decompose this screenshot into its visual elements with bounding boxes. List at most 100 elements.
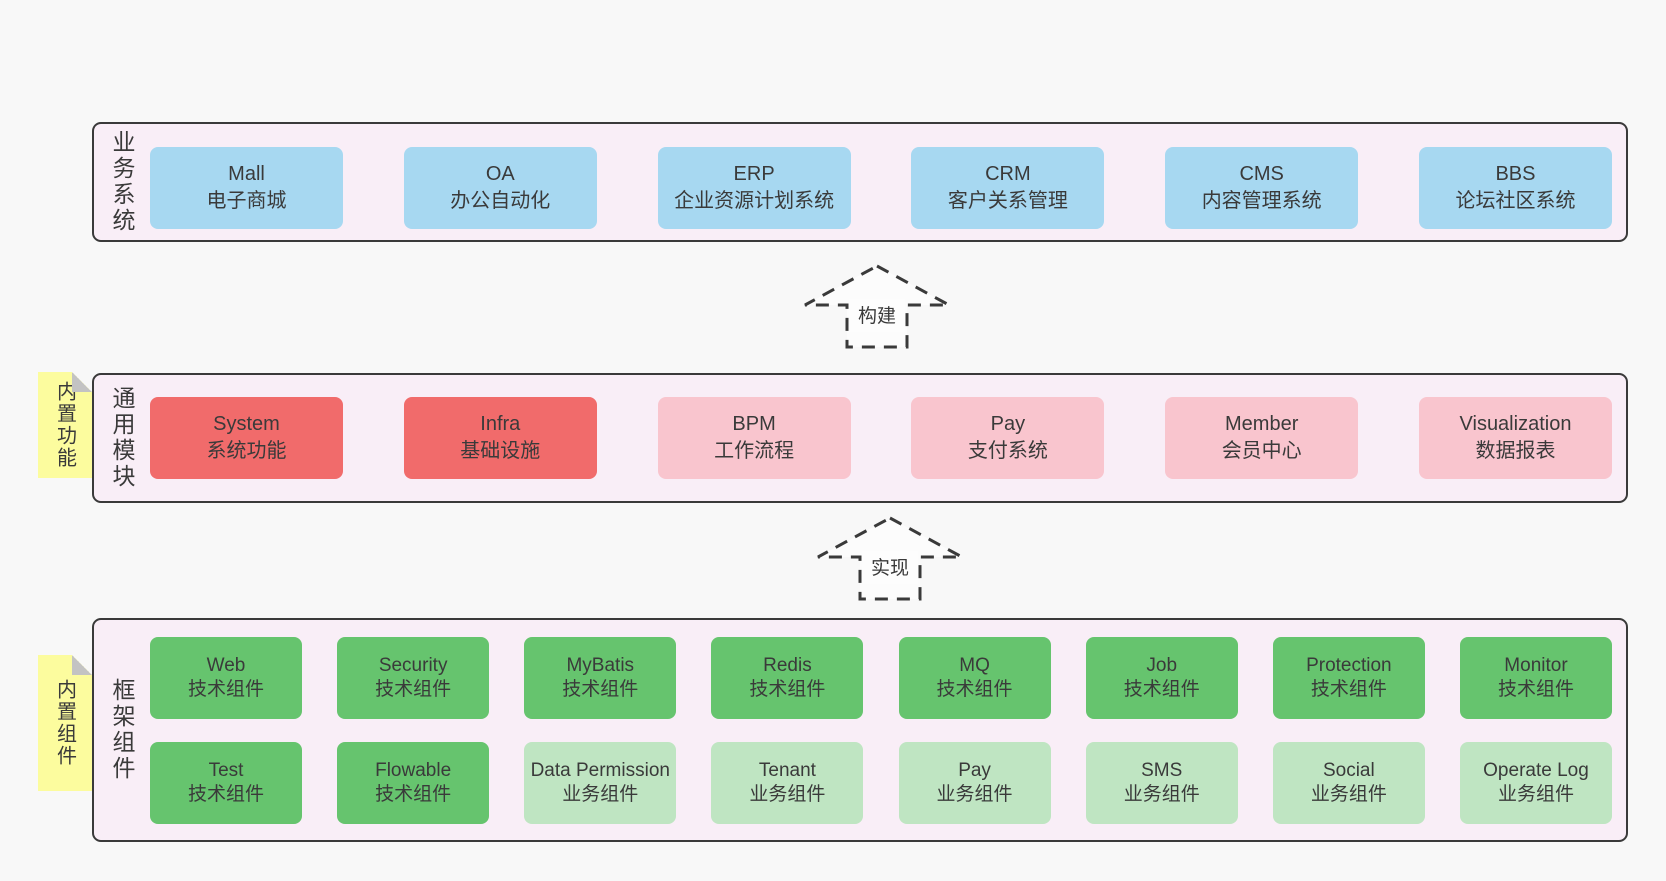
box-pay: Pay 支付系统 (911, 397, 1105, 479)
box-subtitle: 办公自动化 (450, 190, 551, 212)
box-mybatis: MyBatis 技术组件 (524, 636, 677, 719)
box-system: System 系统功能 (150, 397, 343, 479)
box-title: Infra (480, 413, 521, 435)
box-title: Security (378, 654, 448, 676)
box-subtitle: 技术组件 (936, 678, 1013, 700)
panel-title-text: 通用模块 (109, 386, 135, 490)
dashed-up-arrow-build: 构建 (804, 264, 950, 349)
box-subtitle: 技术组件 (749, 678, 826, 700)
box-title: CMS (1239, 163, 1284, 185)
box-title: Mall (228, 163, 265, 185)
box-row: Web 技术组件 Security 技术组件 MyBatis 技术组件 Redi… (150, 636, 1612, 719)
box-subtitle: 技术组件 (375, 783, 452, 805)
box-row: System 系统功能 Infra 基础设施 BPM 工作流程 Pay 支付系统… (150, 375, 1626, 501)
box-title: Protection (1306, 654, 1392, 676)
box-title: MyBatis (566, 654, 635, 676)
box-subtitle: 业务组件 (1310, 783, 1387, 805)
box-subtitle: 业务组件 (936, 783, 1013, 805)
box-title: BBS (1495, 163, 1536, 185)
sticky-note-built-in-functions: 内置功能 (38, 372, 92, 478)
box-title: Social (1322, 759, 1375, 781)
box-title: Operate Log (1483, 759, 1589, 781)
box-title: CRM (985, 163, 1031, 185)
box-subtitle: 支付系统 (967, 440, 1048, 462)
box-pay-biz: Pay 业务组件 (898, 741, 1051, 824)
box-job: Job 技术组件 (1085, 636, 1238, 719)
box-title: Redis (763, 654, 812, 676)
box-subtitle: 业务组件 (1123, 783, 1200, 805)
arrow-label-bg (862, 551, 918, 584)
box-title: Flowable (375, 759, 452, 781)
box-flowable: Flowable 技术组件 (337, 741, 490, 824)
box-row: Mall 电子商城 OA 办公自动化 ERP 企业资源计划系统 CRM 客户关系… (150, 124, 1626, 240)
box-subtitle: 业务组件 (749, 783, 826, 805)
box-subtitle: 技术组件 (562, 678, 639, 700)
box-bbs: BBS 论坛社区系统 (1418, 147, 1612, 229)
box-oa: OA 办公自动化 (403, 147, 597, 229)
box-visualization: Visualization 数据报表 (1418, 397, 1612, 479)
box-infra: Infra 基础设施 (403, 397, 597, 479)
box-title: Data Permission (530, 759, 670, 781)
box-monitor: Monitor 技术组件 (1459, 636, 1612, 719)
box-crm: CRM 客户关系管理 (911, 147, 1105, 229)
sticky-note-label: 内置功能 (53, 381, 76, 469)
box-mall: Mall 电子商城 (150, 147, 343, 229)
box-subtitle: 技术组件 (375, 678, 452, 700)
box-title: Job (1146, 654, 1178, 676)
box-title: System (213, 413, 280, 435)
box-title: Test (208, 759, 244, 781)
box-subtitle: 工作流程 (714, 440, 795, 462)
box-security: Security 技术组件 (337, 636, 490, 719)
arrow-label: 实现 (871, 557, 909, 579)
box-subtitle: 数据报表 (1475, 440, 1556, 462)
box-subtitle: 论坛社区系统 (1455, 190, 1576, 212)
box-operate-log: Operate Log 业务组件 (1459, 741, 1612, 824)
box-subtitle: 业务组件 (562, 783, 639, 805)
box-tenant: Tenant 业务组件 (711, 741, 864, 824)
box-test: Test 技术组件 (150, 741, 302, 824)
box-erp: ERP 企业资源计划系统 (657, 147, 851, 229)
box-title: SMS (1141, 759, 1183, 781)
arrow-label-bg (849, 299, 905, 332)
panel-title: 通用模块 (94, 375, 150, 501)
panel-title-text: 业务系统 (109, 130, 135, 234)
box-title: ERP (733, 163, 775, 185)
box-social: Social 业务组件 (1272, 741, 1425, 824)
box-row: Test 技术组件 Flowable 技术组件 Data Permission … (150, 741, 1612, 824)
arrow-label: 构建 (858, 305, 896, 327)
box-subtitle: 技术组件 (1497, 678, 1574, 700)
box-subtitle: 技术组件 (187, 678, 264, 700)
panel-title: 业务系统 (94, 124, 150, 240)
box-subtitle: 客户关系管理 (947, 190, 1068, 212)
dashed-up-arrow-implement: 实现 (817, 516, 963, 601)
box-subtitle: 技术组件 (187, 783, 264, 805)
box-cms: CMS 内容管理系统 (1165, 147, 1359, 229)
box-title: Pay (990, 413, 1026, 435)
box-subtitle: 内容管理系统 (1201, 190, 1322, 212)
sticky-note-label: 内置组件 (53, 679, 76, 767)
box-member: Member 会员中心 (1165, 397, 1359, 479)
box-title: MQ (959, 654, 990, 676)
box-subtitle: 会员中心 (1221, 440, 1302, 462)
box-title: Member (1225, 413, 1299, 435)
panel-framework-components: 框架组件 Web 技术组件 Security 技术组件 MyBatis 技术组件… (92, 618, 1628, 842)
box-title: Web (206, 654, 246, 676)
folded-corner-icon (72, 655, 92, 675)
box-title: OA (485, 163, 515, 185)
box-web: Web 技术组件 (150, 636, 302, 719)
box-subtitle: 技术组件 (1310, 678, 1387, 700)
box-subtitle: 电子商城 (206, 190, 287, 212)
panel-business-systems: 业务系统 Mall 电子商城 OA 办公自动化 ERP 企业资源计划系统 CRM… (92, 122, 1628, 242)
box-subtitle: 企业资源计划系统 (674, 190, 835, 212)
box-title: Tenant (758, 759, 816, 781)
box-sms: SMS 业务组件 (1085, 741, 1238, 824)
box-data-permission: Data Permission 业务组件 (524, 741, 677, 824)
box-subtitle: 技术组件 (1123, 678, 1200, 700)
box-protection: Protection 技术组件 (1272, 636, 1425, 719)
folded-corner-icon (72, 372, 92, 392)
box-title: BPM (732, 413, 776, 435)
box-title: Visualization (1459, 413, 1572, 435)
box-title: Monitor (1504, 654, 1568, 676)
box-grid: Web 技术组件 Security 技术组件 MyBatis 技术组件 Redi… (150, 620, 1626, 840)
box-subtitle: 基础设施 (460, 440, 541, 462)
